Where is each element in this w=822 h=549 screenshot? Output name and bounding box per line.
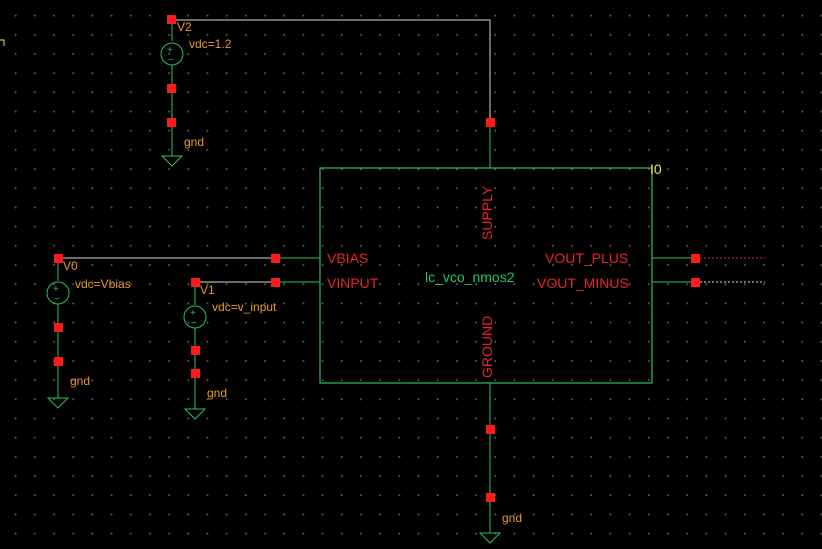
ground-label: gnd bbox=[502, 511, 522, 525]
pin-markers bbox=[54, 15, 700, 502]
source-name: V1 bbox=[200, 283, 215, 297]
pin-label-vout-minus: VOUT_MINUS bbox=[537, 275, 629, 291]
pin-square-icon[interactable] bbox=[486, 425, 495, 434]
ground-label: gnd bbox=[184, 135, 204, 149]
pin-square-icon[interactable] bbox=[191, 369, 200, 378]
pin-square-icon[interactable] bbox=[167, 15, 176, 24]
pin-square-icon[interactable] bbox=[691, 254, 700, 263]
plus-sign-icon: + bbox=[190, 308, 196, 319]
plus-sign-icon: + bbox=[53, 284, 59, 295]
source-param: vdc=Vbias bbox=[75, 277, 131, 291]
ground-symbol-icon bbox=[46, 392, 70, 409]
pin-label-supply: SUPPLY bbox=[479, 185, 495, 240]
lc-vco-block[interactable]: I0 lc_vco_nmos2 SUPPLY VBIAS VINPUT VOUT… bbox=[276, 125, 695, 430]
selection-marker bbox=[0, 39, 5, 46]
pin-square-icon[interactable] bbox=[167, 84, 176, 93]
minus-sign-icon: − bbox=[191, 318, 197, 329]
instance-name: I0 bbox=[650, 161, 662, 177]
block-outline[interactable] bbox=[319, 167, 653, 384]
ground-symbol-icon bbox=[183, 403, 207, 420]
pin-square-icon[interactable] bbox=[691, 278, 700, 287]
pin-square-icon[interactable] bbox=[191, 278, 200, 287]
source-v0[interactable]: + − V0 vdc=Vbias gnd bbox=[46, 258, 131, 409]
pin-square-icon[interactable] bbox=[54, 254, 63, 263]
pin-label-vinput: VINPUT bbox=[327, 275, 379, 291]
pin-label-ground: GROUND bbox=[479, 316, 495, 378]
source-name: V2 bbox=[177, 20, 192, 34]
wires bbox=[58, 19, 765, 283]
source-v1[interactable]: + − V1 vdc=v_input gnd bbox=[183, 282, 277, 420]
ground-label: gnd bbox=[70, 374, 90, 388]
pin-square-icon[interactable] bbox=[191, 346, 200, 355]
ground-symbol-icon bbox=[160, 150, 184, 167]
ground-label: gnd bbox=[207, 386, 227, 400]
block-ground[interactable]: gnd bbox=[478, 430, 522, 544]
pin-square-icon[interactable] bbox=[167, 118, 176, 127]
ground-symbol-icon bbox=[478, 530, 502, 544]
pin-label-vout-plus: VOUT_PLUS bbox=[545, 250, 628, 266]
plus-sign-icon: + bbox=[167, 45, 173, 56]
minus-sign-icon: − bbox=[168, 55, 174, 66]
pin-label-vbias: VBIAS bbox=[327, 250, 368, 266]
pin-square-icon[interactable] bbox=[271, 278, 280, 287]
source-param: vdc=v_input bbox=[212, 300, 277, 314]
pin-square-icon[interactable] bbox=[54, 323, 63, 332]
pin-square-icon[interactable] bbox=[486, 118, 495, 127]
pin-square-icon[interactable] bbox=[271, 254, 280, 263]
source-v2[interactable]: + − V2 vdc=1.2 gnd bbox=[160, 20, 232, 167]
source-name: V0 bbox=[63, 259, 78, 273]
cell-name: lc_vco_nmos2 bbox=[425, 269, 515, 285]
source-param: vdc=1.2 bbox=[189, 37, 232, 51]
minus-sign-icon: − bbox=[54, 294, 60, 305]
pin-square-icon[interactable] bbox=[486, 493, 495, 502]
pin-square-icon[interactable] bbox=[54, 357, 63, 366]
